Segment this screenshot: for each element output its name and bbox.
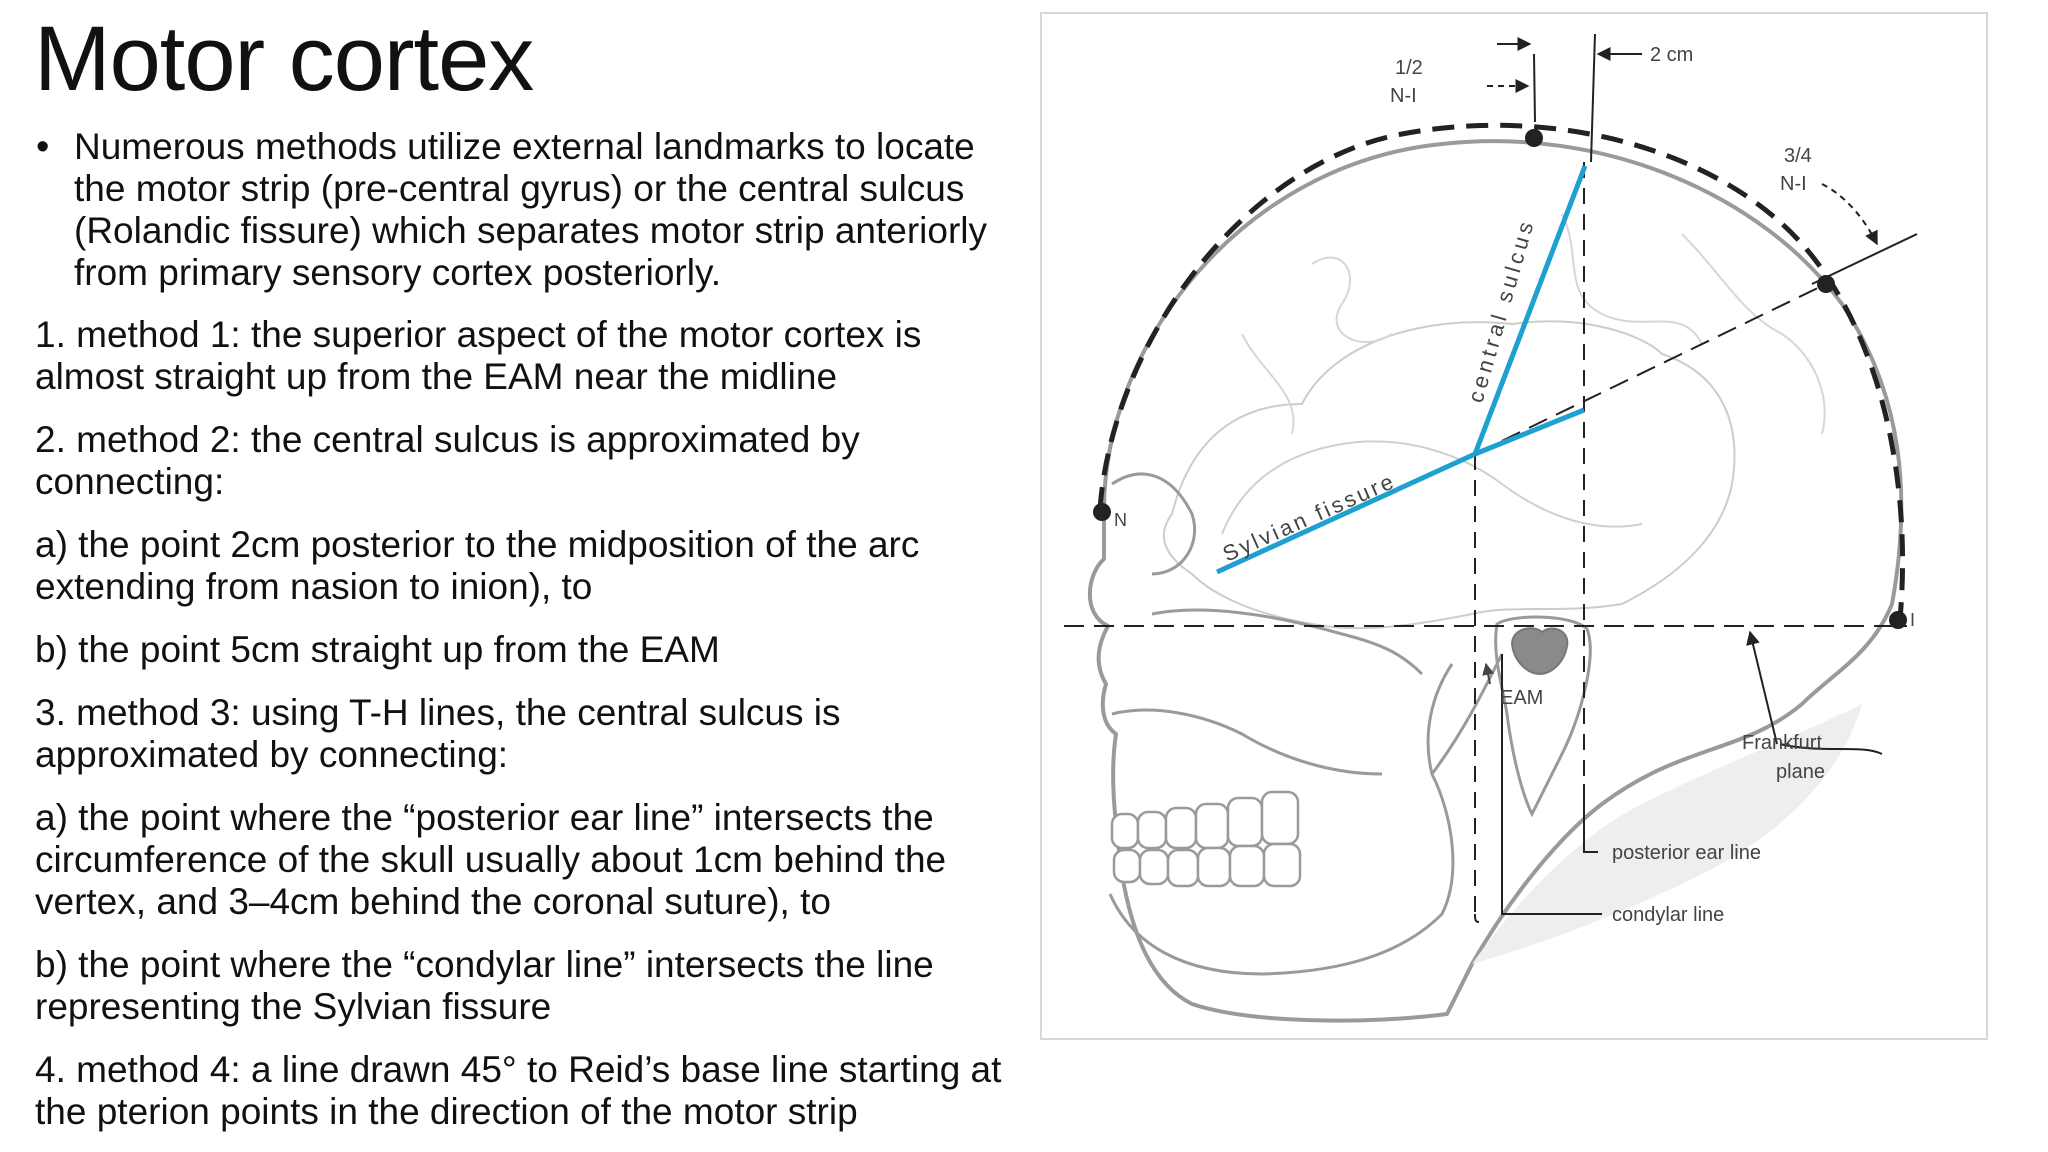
method-4-text: 4. method 4: a line drawn 45° to Reid’s … xyxy=(35,1049,1002,1132)
inion-point xyxy=(1889,611,1907,629)
brain-inner-fold xyxy=(1221,440,1643,535)
brain-gyrus-2 xyxy=(1561,213,1703,345)
three-quarter-num-label: 3/4 xyxy=(1784,145,1812,167)
posterior-ear-pointer xyxy=(1583,784,1598,853)
eam-label: EAM xyxy=(1500,687,1543,709)
brain-gyrus-1 xyxy=(1311,256,1393,344)
half-arc-point xyxy=(1525,129,1543,147)
sylvian-fissure-line xyxy=(1215,451,1477,575)
condylar-pointer xyxy=(1501,654,1602,915)
frankfurt-pointer-head xyxy=(1746,630,1778,745)
condylar-line-label: condylar line xyxy=(1612,904,1724,926)
frankfurt-label-1: Frankfurt xyxy=(1742,732,1822,754)
skull-outline xyxy=(1087,139,1904,1023)
zygoma xyxy=(1151,608,1424,676)
frankfurt-pointer xyxy=(1779,743,1883,755)
mandible xyxy=(1108,663,1455,976)
diagonal-dashed-line xyxy=(1474,283,1827,455)
method-2b-text: b) the point 5cm straight up from the EA… xyxy=(35,629,720,670)
brain-gyrus-4 xyxy=(1241,333,1295,435)
three-quarter-point xyxy=(1817,275,1835,293)
half-den-label: N-I xyxy=(1390,85,1417,107)
teeth xyxy=(1110,790,1302,888)
ramus xyxy=(1430,653,1504,775)
three-quarter-den-label: N-I xyxy=(1780,173,1807,195)
central-sulcus-line xyxy=(1472,165,1588,455)
three-quarter-tick-line xyxy=(1811,233,1918,285)
method-2-text: 2. method 2: the central sulcus is appro… xyxy=(35,419,860,502)
intro-bullet: • Numerous methods utilize external land… xyxy=(36,126,1026,294)
method-3a-text: a) the point where the “posterior ear li… xyxy=(35,797,947,922)
brain-gyrus-3 xyxy=(1681,233,1826,435)
method-2a-text: a) the point 2cm posterior to the midpos… xyxy=(35,524,920,607)
skull-shadow xyxy=(1472,704,1862,964)
bullet-dot-icon: • xyxy=(36,126,50,168)
intro-bullet-text: Numerous methods utilize external landma… xyxy=(74,126,988,293)
two-cm-label: 2 cm xyxy=(1650,44,1693,66)
brain-outline xyxy=(1162,320,1736,630)
half-arc-tick-line xyxy=(1533,53,1536,123)
nasion-label: N xyxy=(1114,510,1127,530)
frankfurt-label-2: plane xyxy=(1776,761,1825,783)
method-3-text: 3. method 3: using T-H lines, the centra… xyxy=(35,692,841,775)
maxilla xyxy=(1111,708,1383,776)
method-1-text: 1. method 1: the superior aspect of the … xyxy=(35,314,922,397)
method-3b-text: b) the point where the “condylar line” i… xyxy=(35,944,934,1027)
posterior-ear-line-label: posterior ear line xyxy=(1612,842,1761,864)
inion-label: I xyxy=(1910,610,1915,630)
sylvian-extension-line xyxy=(1474,407,1585,457)
eam-pointer xyxy=(1482,662,1495,685)
vertex-tick-line xyxy=(1590,33,1596,163)
nasion-inion-arc xyxy=(1097,122,1906,620)
eam-shape xyxy=(1510,627,1569,676)
three-quarter-arrow xyxy=(1821,183,1878,246)
orbit xyxy=(1111,472,1197,576)
condylar-line-leader xyxy=(1474,913,1480,923)
skull-diagram: 1/2 N-I 2 cm 3/4 N-I central sulcus Sylv… xyxy=(1040,12,1988,1040)
slide-title: Motor cortex xyxy=(34,8,534,110)
half-num-label: 1/2 xyxy=(1395,57,1423,79)
nasion-point xyxy=(1093,503,1111,521)
skull-diagram-svg: 1/2 N-I 2 cm 3/4 N-I central sulcus Sylv… xyxy=(1064,33,1918,1023)
